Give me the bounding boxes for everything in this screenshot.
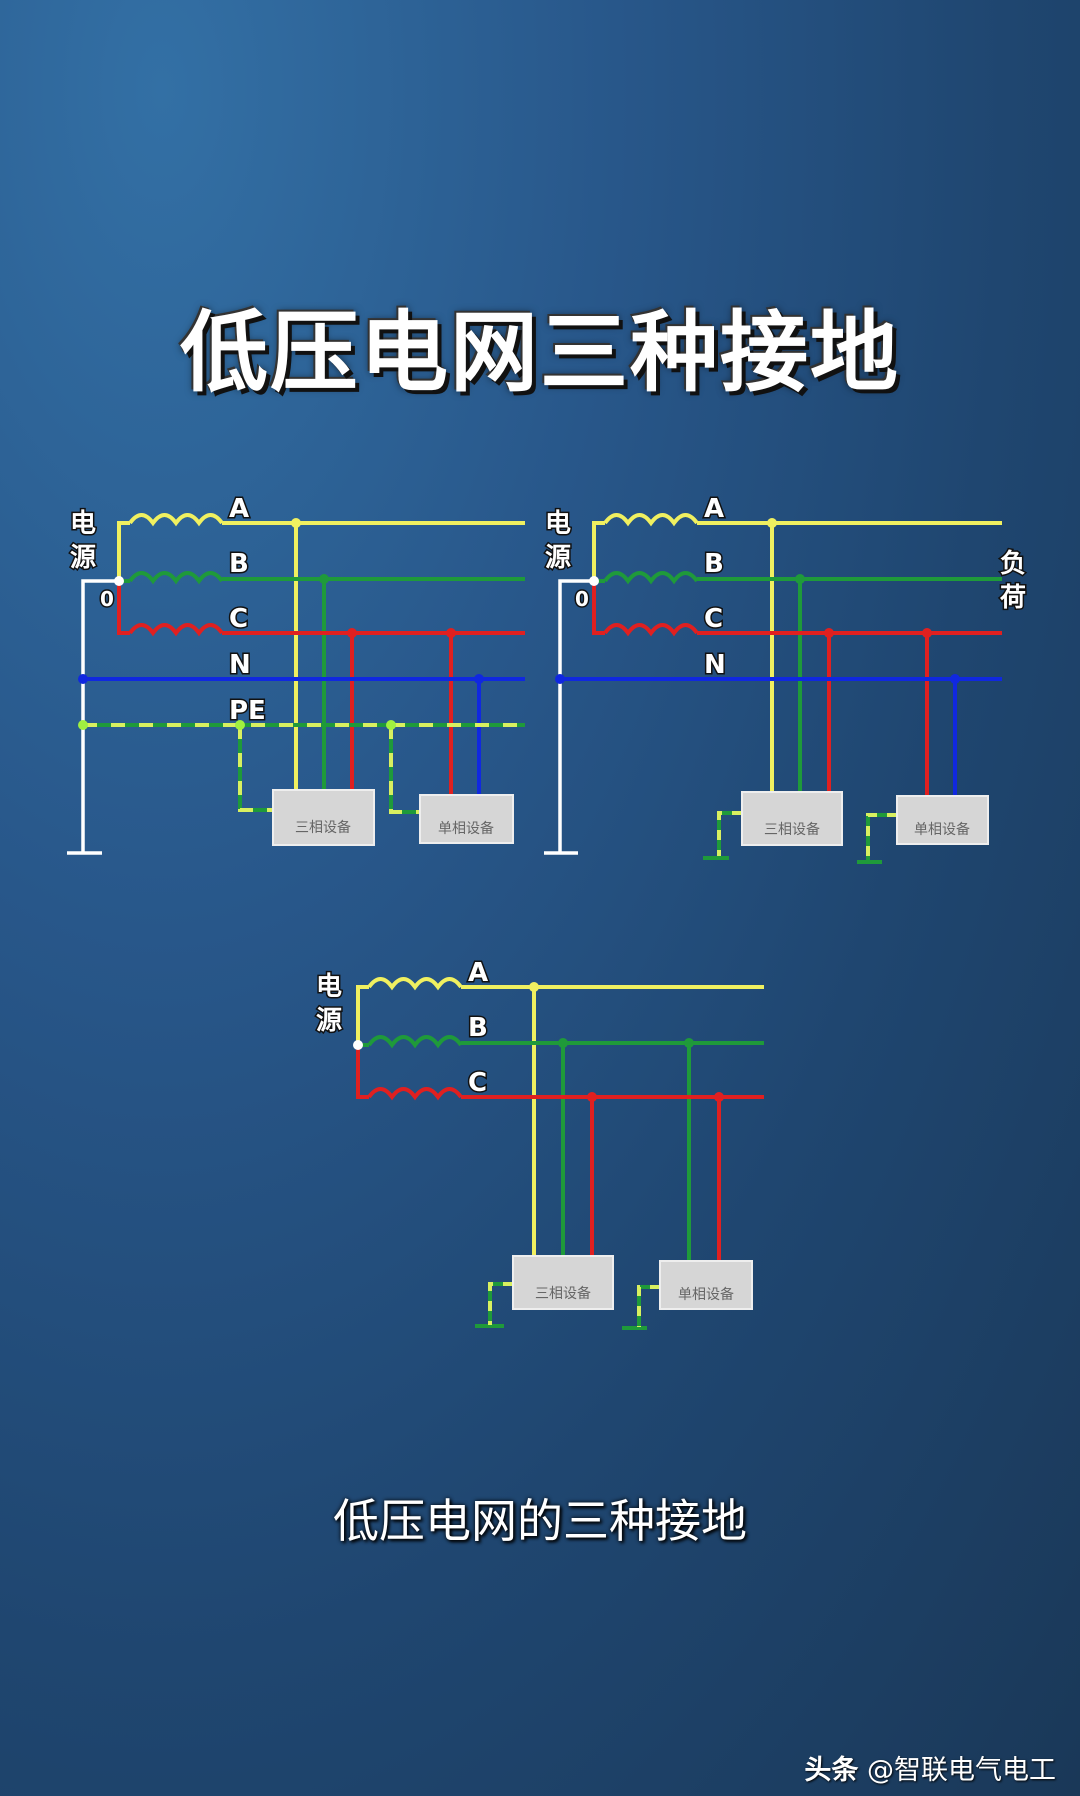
phase-b-wire (119, 571, 525, 790)
source-ground-wire (544, 579, 594, 855)
svg-text:单相设备: 单相设备 (678, 1286, 734, 1303)
label-n: N (704, 650, 726, 680)
watermark: 头条 @智联电气电工 (804, 1748, 1056, 1787)
junction-dots (555, 518, 960, 684)
svg-text:三相设备: 三相设备 (295, 819, 351, 836)
phase-c-wire (117, 581, 525, 795)
source-label: 电 (545, 509, 571, 539)
svg-text:三相设备: 三相设备 (764, 821, 820, 838)
label-a: A (704, 494, 724, 524)
junction-dots (353, 982, 724, 1102)
label-b: B (704, 549, 724, 579)
source-label: 电 (70, 509, 96, 539)
label-c: C (704, 604, 723, 634)
label-b: B (229, 549, 249, 579)
label-a: A (229, 494, 249, 524)
label-c: C (229, 604, 248, 634)
phase-a-wire (117, 513, 525, 790)
label-a: A (468, 958, 488, 988)
diagram-tt: 电 源 负 荷 A B C N 0 (544, 493, 1028, 864)
svg-text:单相设备: 单相设备 (438, 820, 494, 837)
diagram-it: 电 源 A B C 三相设备 单相设备 (315, 957, 764, 1330)
phase-a-wire (356, 977, 764, 1256)
single-phase-device: 单相设备 (896, 795, 989, 845)
source-label: 源 (545, 543, 571, 573)
phase-a-wire (592, 513, 1002, 792)
load-label: 荷 (1000, 583, 1026, 613)
diagram-tn-s: 电 源 (67, 493, 525, 855)
single-phase-device: 单相设备 (419, 794, 514, 844)
neutral-wire (560, 677, 1002, 796)
label-b: B (468, 1013, 488, 1043)
neutral-wire (83, 677, 525, 795)
svg-text:三相设备: 三相设备 (535, 1285, 591, 1302)
watermark-platform: 头条 (804, 1755, 859, 1786)
label-c: C (468, 1068, 487, 1098)
subtitle-caption: 低压电网的三种接地 (333, 1494, 747, 1548)
source-label: 源 (70, 543, 96, 573)
source-label: 电 (316, 972, 342, 1002)
load-label: 负 (1000, 549, 1026, 579)
svg-text:单相设备: 单相设备 (914, 821, 970, 838)
watermark-account: @智联电气电工 (867, 1755, 1056, 1786)
source-label: 源 (316, 1006, 342, 1036)
phase-c-wire (592, 581, 1002, 796)
source-ground-wire (67, 579, 119, 855)
pe-wire (83, 723, 525, 814)
three-phase-device: 三相设备 (272, 789, 375, 846)
page-title: 低压电网三种接地 (179, 301, 900, 404)
three-phase-device: 三相设备 (512, 1255, 614, 1310)
label-n: N (229, 650, 251, 680)
three-phase-device: 三相设备 (741, 791, 843, 846)
junction-dots (78, 518, 484, 730)
label-pe: PE (229, 696, 266, 726)
device-ground-wire (703, 811, 897, 864)
phase-b-wire (594, 571, 1002, 792)
phase-c-wire (356, 1045, 764, 1261)
single-phase-device: 单相设备 (659, 1260, 753, 1310)
neutral-point-label: 0 (100, 587, 114, 611)
device-ground-wire (475, 1282, 660, 1330)
neutral-point-label: 0 (575, 587, 589, 611)
phase-b-wire (358, 1035, 764, 1261)
